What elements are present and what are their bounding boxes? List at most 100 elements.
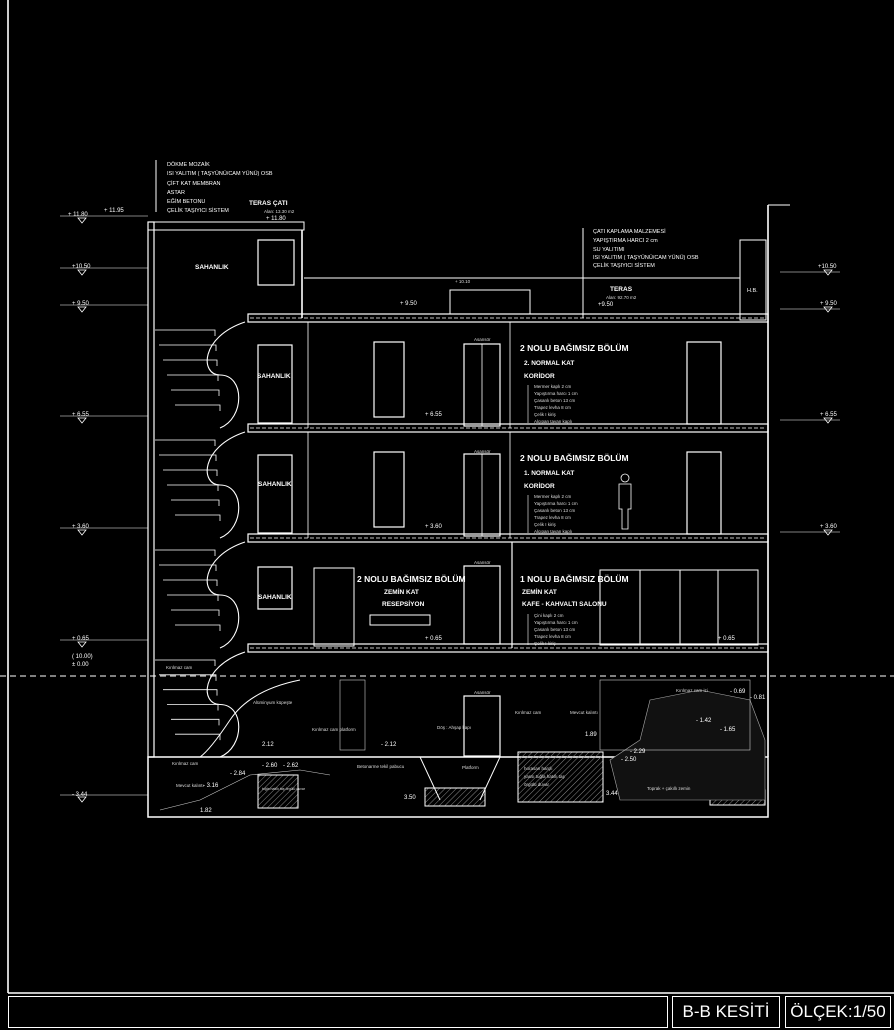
floor-title: ZEMİN KAT [522, 588, 557, 596]
spiral-stair-rail [206, 541, 246, 649]
corridor-window [686, 341, 722, 425]
reception-door [313, 567, 355, 647]
room-title: KORİDOR [524, 372, 555, 380]
roof-layer: SU YALITIMI [593, 247, 625, 253]
stair-step [163, 689, 218, 696]
roof-layer: ÇATI KAPLAMA MALZEMESİ [593, 228, 666, 235]
stair-step [163, 359, 218, 366]
level: - 2.50 [621, 757, 637, 763]
floor-layer: Trapez levha 8 cm [534, 405, 571, 410]
stair-step [155, 329, 216, 336]
floor-layer: Çini kaplı 2 cm [534, 613, 564, 618]
spiral-rail-basement [199, 679, 301, 758]
floor-layer: Çasanlı beton 13 cm [534, 627, 576, 632]
hb-shaft [739, 239, 767, 321]
unit-title: 1 NOLU BAĞIMSIZ BÖLÜM [520, 573, 629, 584]
level-marker-icon [823, 417, 833, 424]
elevator-door [463, 565, 501, 645]
room-title: KORİDOR [524, 482, 555, 490]
roof-layer: ÇİFT KAT MEMBRAN [167, 180, 221, 187]
landing-door [257, 344, 293, 424]
stair-tower-roof [147, 221, 305, 231]
level-marker-icon [77, 217, 87, 224]
basement-window [599, 679, 751, 751]
stair-step [159, 344, 217, 351]
stair-step [175, 404, 221, 411]
level: 1.89 [585, 732, 597, 738]
landing-door [257, 454, 293, 534]
stair-step [159, 454, 217, 461]
level-marker-icon [823, 306, 833, 313]
landing-label: SAHANLIK [258, 594, 292, 601]
floor-layer: Çasanlı beton 13 cm [534, 398, 576, 403]
annotation: Kırılmaz cam [166, 665, 193, 670]
stair-step [163, 469, 218, 476]
stair-step [175, 624, 221, 631]
floor-layer: Alçıpan tavan kaplı [534, 529, 572, 534]
level-left: + 6.55 [72, 412, 90, 418]
level-left: - 3.44 [72, 792, 88, 798]
level-marker-icon [77, 417, 87, 424]
level-inner: + 3.60 [425, 524, 443, 530]
elevator-head [449, 289, 531, 315]
level-marker-icon [77, 796, 87, 803]
basement-annotations: Kırılmaz cam Alüminyum küpeşte Kırılmaz … [166, 665, 766, 814]
floor-layer: Yapıştırma harcı 1 cm [534, 620, 578, 625]
annotation: yassı tuğla hatıllı taş [524, 774, 566, 779]
roof-layer: EĞİM BETONU [167, 198, 205, 205]
level-marker-icon [77, 641, 87, 648]
basement-box [147, 756, 769, 818]
stair-step [159, 564, 217, 571]
level: - 3.16 [203, 783, 219, 789]
stair-step [167, 594, 219, 601]
unit-title: 2 NOLU BAĞIMSIZ BÖLÜM [520, 452, 629, 463]
stone-wall-hatch [517, 751, 604, 803]
stair-step [175, 514, 221, 521]
level: 3.50 [404, 795, 416, 801]
stair-step [167, 704, 219, 711]
stair-step [171, 609, 220, 616]
floor-layer: Çelik I kiriş [534, 522, 557, 527]
tower-window [257, 239, 295, 286]
floor-title: 1. NORMAL KAT [524, 470, 574, 477]
level-inner: + 0.65 [718, 636, 736, 642]
spiral-stair-rail [206, 431, 246, 539]
landing-label: SAHANLIK [195, 264, 229, 271]
level: - 1.42 [696, 718, 712, 724]
floor-layer: Alçıpan tavan kaplı [534, 419, 572, 424]
level-inner: + 0.65 [425, 636, 443, 642]
level: 1.82 [200, 808, 212, 814]
drawing-scale: ÖLÇEK:1/50 [785, 996, 891, 1028]
roof-layer: DÖKME MOZAİK [167, 161, 210, 168]
left-wall [147, 221, 155, 758]
floor-layer: Yapıştırma harcı 1 cm [534, 501, 578, 506]
footing-hatch [424, 787, 486, 807]
floor-slab [247, 643, 769, 653]
roof-layer: YAPIŞTIRMA HARCI 2 cm [593, 238, 658, 244]
stair-step [167, 484, 219, 491]
level-marker-icon [77, 529, 87, 536]
level-left: + 9.50 [72, 301, 90, 307]
basement-door [339, 679, 366, 751]
platform-struts [360, 756, 501, 801]
elevator-label: Asansör [474, 560, 491, 565]
elevator-label: Asansör [474, 449, 491, 454]
teras-cati-level: + 11.80 [266, 216, 286, 222]
annotation: Betonarme tekil pabucu [357, 764, 405, 769]
stair-step [171, 499, 220, 506]
level-right: +10.50 [818, 264, 837, 270]
spiral-stair-rail [206, 651, 246, 758]
elevator-label: Asansör [474, 337, 491, 342]
annotation: Kırılmaz cam [172, 761, 199, 766]
level-left: ( 10.00) [72, 654, 93, 660]
unit-title: 2 NOLU BAĞIMSIZ BÖLÜM [357, 573, 466, 584]
stair-step [175, 733, 221, 741]
floor-slab [247, 313, 769, 323]
floor-layer: Mermer kaplı 2 cm [534, 384, 572, 389]
level-inner: + 9.50 [400, 301, 418, 307]
level: - 2.60 [262, 763, 278, 769]
hb-label: H.B. [747, 288, 758, 294]
teras-title: TERAS [610, 286, 633, 293]
